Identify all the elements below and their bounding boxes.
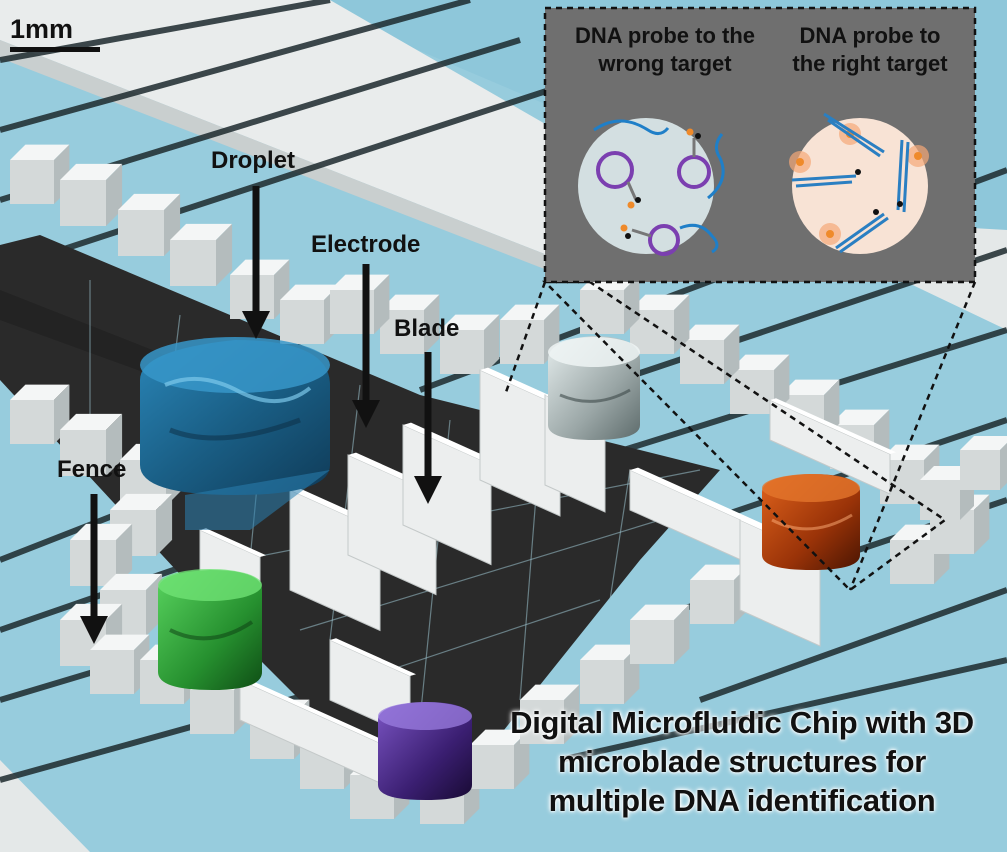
droplet-blue (140, 337, 330, 530)
wrong-target-circle (578, 118, 725, 256)
fence-cube (500, 304, 560, 364)
scale-bar (10, 47, 100, 52)
blade-label: Blade (394, 315, 460, 342)
caption-line2: microblade structures for (557, 744, 927, 779)
electrode-seam (609, 469, 631, 601)
droplet-green (158, 569, 262, 690)
droplet-purple (378, 702, 472, 800)
fence-label: Fence (57, 456, 127, 483)
right-target-title: DNA probe to the right target (770, 22, 970, 78)
fence-cube (520, 684, 580, 744)
fence-cube (960, 436, 1007, 490)
wire-line (0, 0, 471, 133)
droplet-label: Droplet (211, 147, 295, 174)
droplet-clear (548, 336, 640, 440)
right-target-circle (789, 112, 929, 254)
fence-cube (60, 163, 123, 226)
caption-line3: multiple DNA identification (548, 783, 936, 818)
fence-cube (60, 413, 123, 476)
chip-frame-bottom (0, 760, 90, 852)
electrode-label: Electrode (311, 231, 421, 258)
right-target-title-line1: DNA probe to (799, 23, 941, 48)
wire-line (559, 657, 1007, 763)
fence-cube (380, 294, 440, 354)
wrong-target-title-line1: DNA probe to the (574, 23, 756, 48)
right-target-title-line2: the right target (792, 51, 948, 76)
caption-line1: Digital Microfluidic Chip with 3D (510, 705, 974, 740)
fence-cube (330, 274, 390, 334)
zoom-line-left (503, 281, 547, 396)
fence-cube (630, 294, 690, 354)
fence-cube (440, 314, 500, 374)
fence-cube (630, 604, 690, 664)
droplet-orange (762, 474, 860, 570)
wire-line (0, 77, 581, 273)
scale-bar-label: 1mm (10, 14, 74, 44)
fence-cube (170, 223, 233, 286)
zoom-line-right (848, 281, 977, 591)
wrong-target-title: DNA probe to the wrong target (560, 22, 770, 78)
wrong-target-title-line2: wrong target (598, 51, 732, 76)
fence-cube (470, 729, 530, 789)
fence-cube (118, 193, 181, 256)
wire-line (698, 587, 1007, 703)
figure-caption: Digital Microfluidic Chip with 3D microb… (497, 703, 987, 820)
chip-frame-top (0, 0, 660, 260)
